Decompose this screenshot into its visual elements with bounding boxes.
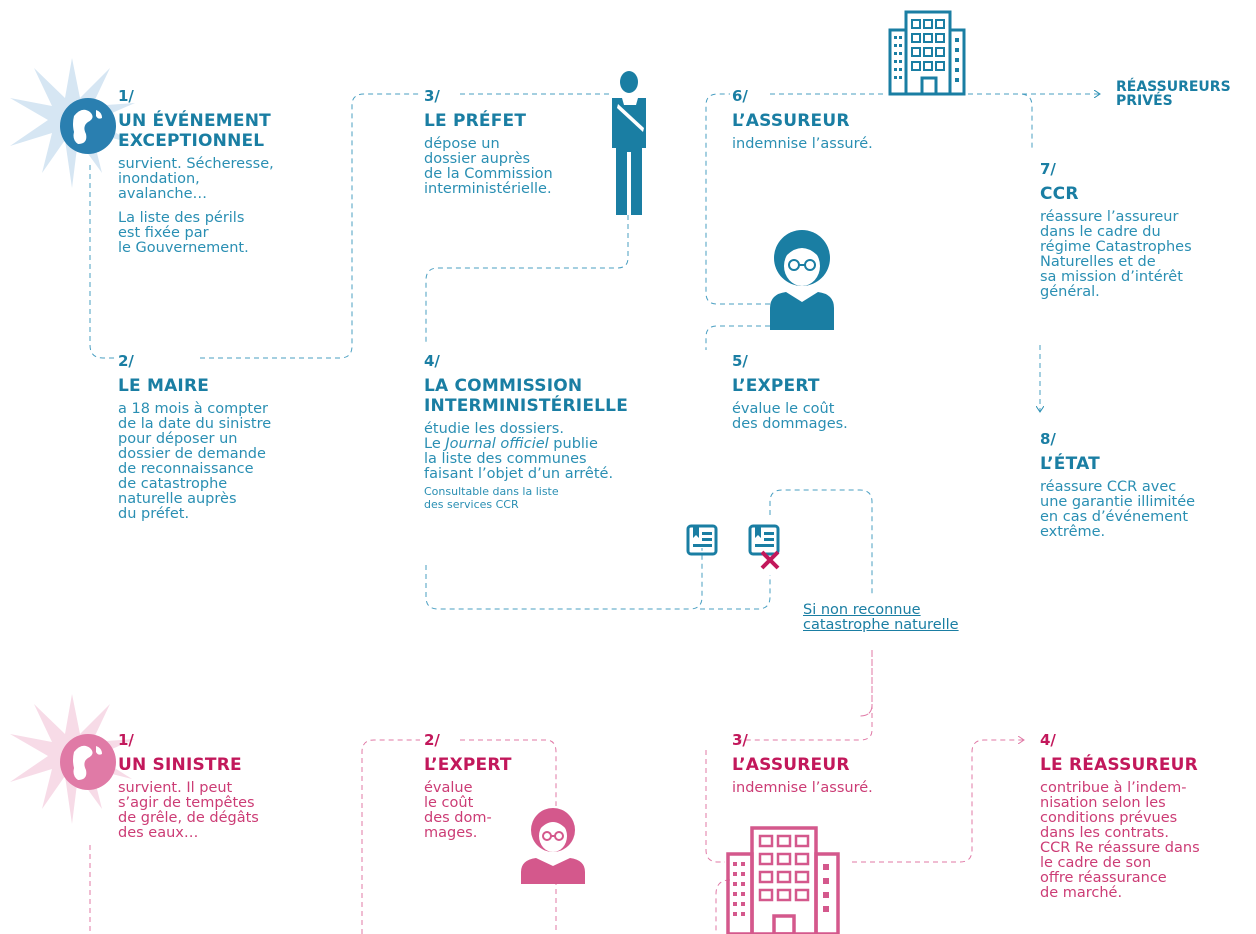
catnat-step-4: 4/ LA COMMISSION INTERMINISTÉRIELLE étud…: [424, 352, 684, 511]
document-rejected-icon: [748, 524, 780, 570]
step-number: 5/: [732, 352, 748, 370]
globe-icon: [10, 58, 135, 188]
step-number: 8/: [1040, 430, 1056, 448]
step-number: 7/: [1040, 160, 1056, 178]
step-title: L’ÉTAT: [1040, 454, 1100, 474]
prefect-figure-icon: [612, 71, 646, 215]
catnat-step-7: 7/ CCR réassure l’assureur dans le cadre…: [1040, 160, 1240, 300]
pink-building-icon: [726, 826, 840, 934]
reassureurs-prives-label: RÉASSUREURS PRIVÉS: [1116, 79, 1231, 109]
step-number: 4/: [1040, 731, 1056, 749]
step-number: 6/: [732, 87, 748, 105]
catnat-step-8: 8/ L’ÉTAT réassure CCR avec une garantie…: [1040, 430, 1240, 540]
step-text: dépose un dossier auprès de la Commissio…: [424, 136, 553, 197]
building-icon: [888, 10, 966, 96]
step-number: 1/: [118, 731, 134, 749]
pink-expert-icon: [521, 808, 585, 884]
sinistre-step-4: 4/ LE RÉASSUREUR contribue à l’indem- ni…: [1040, 731, 1245, 901]
step-text: évalue le coût des dom- mages.: [424, 780, 492, 841]
catnat-step-2: 2/ LE MAIRE a 18 mois à compter de la da…: [118, 352, 318, 522]
document-icon: [686, 524, 718, 556]
step-text: évalue le coût des dommages.: [732, 401, 848, 432]
step-title: LE MAIRE: [118, 376, 210, 396]
step-number: 3/: [424, 87, 440, 105]
sinistre-step-2: 2/ L’EXPERT évalue le coût des dom- mage…: [424, 731, 544, 841]
step-text: indemnise l’assuré.: [732, 136, 873, 152]
step-title: L’ASSUREUR: [732, 755, 850, 775]
step-text: contribue à l’indem- nisation selon les …: [1040, 780, 1200, 901]
step-text: réassure l’assureur dans le cadre du rég…: [1040, 209, 1192, 300]
step-note: Consultable dans la liste des services C…: [424, 485, 559, 511]
expert-woman-icon: [770, 230, 834, 330]
step-title: LE PRÉFET: [424, 111, 527, 131]
step-title: LA COMMISSION INTERMINISTÉRIELLE: [424, 376, 629, 416]
step-number: 2/: [424, 731, 440, 749]
step-text: indemnise l’assuré.: [732, 780, 873, 796]
step-title: CCR: [1040, 184, 1079, 204]
step-title: L’EXPERT: [732, 376, 820, 396]
non-reconnue-link[interactable]: Si non reconnue catastrophe naturelle: [803, 602, 959, 633]
step-title: L’ASSUREUR: [732, 111, 850, 131]
step-text: survient. Sécheresse, inondation, avalan…: [118, 156, 274, 202]
sinistre-step-3: 3/ L’ASSUREUR indemnise l’assuré.: [732, 731, 912, 796]
step-text: a 18 mois à compter de la date du sinist…: [118, 401, 272, 522]
step-text-2: La liste des périls est fixée par le Gou…: [118, 210, 249, 256]
step-number: 3/: [732, 731, 748, 749]
step-title: UN ÉVÉNEMENT EXCEPTIONNEL: [118, 111, 271, 151]
catnat-step-1: 1/ UN ÉVÉNEMENT EXCEPTIONNEL survient. S…: [118, 87, 318, 256]
step-text-b: publie la liste des communes faisant l’o…: [424, 436, 614, 482]
step-text: réassure CCR avec une garantie illimitée…: [1040, 479, 1196, 540]
sinistre-step-1: 1/ UN SINISTRE survient. Il peut s’agir …: [118, 731, 318, 841]
step-text: étudie les dossiers. Le Journal officiel…: [424, 422, 684, 482]
step-title: L’EXPERT: [424, 755, 512, 775]
catnat-step-6: 6/ L’ASSUREUR indemnise l’assuré.: [732, 87, 912, 152]
step-number: 2/: [118, 352, 134, 370]
step-number: 1/: [118, 87, 134, 105]
catnat-step-5: 5/ L’EXPERT évalue le coût des dommages.: [732, 352, 892, 432]
step-text-a: étudie les dossiers. Le: [424, 421, 564, 452]
step-text: survient. Il peut s’agir de tempêtes de …: [118, 780, 259, 841]
step-number: 4/: [424, 352, 440, 370]
step-title: UN SINISTRE: [118, 755, 242, 775]
pink-globe-icon: [10, 694, 135, 824]
catnat-step-3: 3/ LE PRÉFET dépose un dossier auprès de…: [424, 87, 604, 197]
step-title: LE RÉASSUREUR: [1040, 755, 1198, 775]
journal-officiel: Journal officiel: [445, 436, 549, 452]
